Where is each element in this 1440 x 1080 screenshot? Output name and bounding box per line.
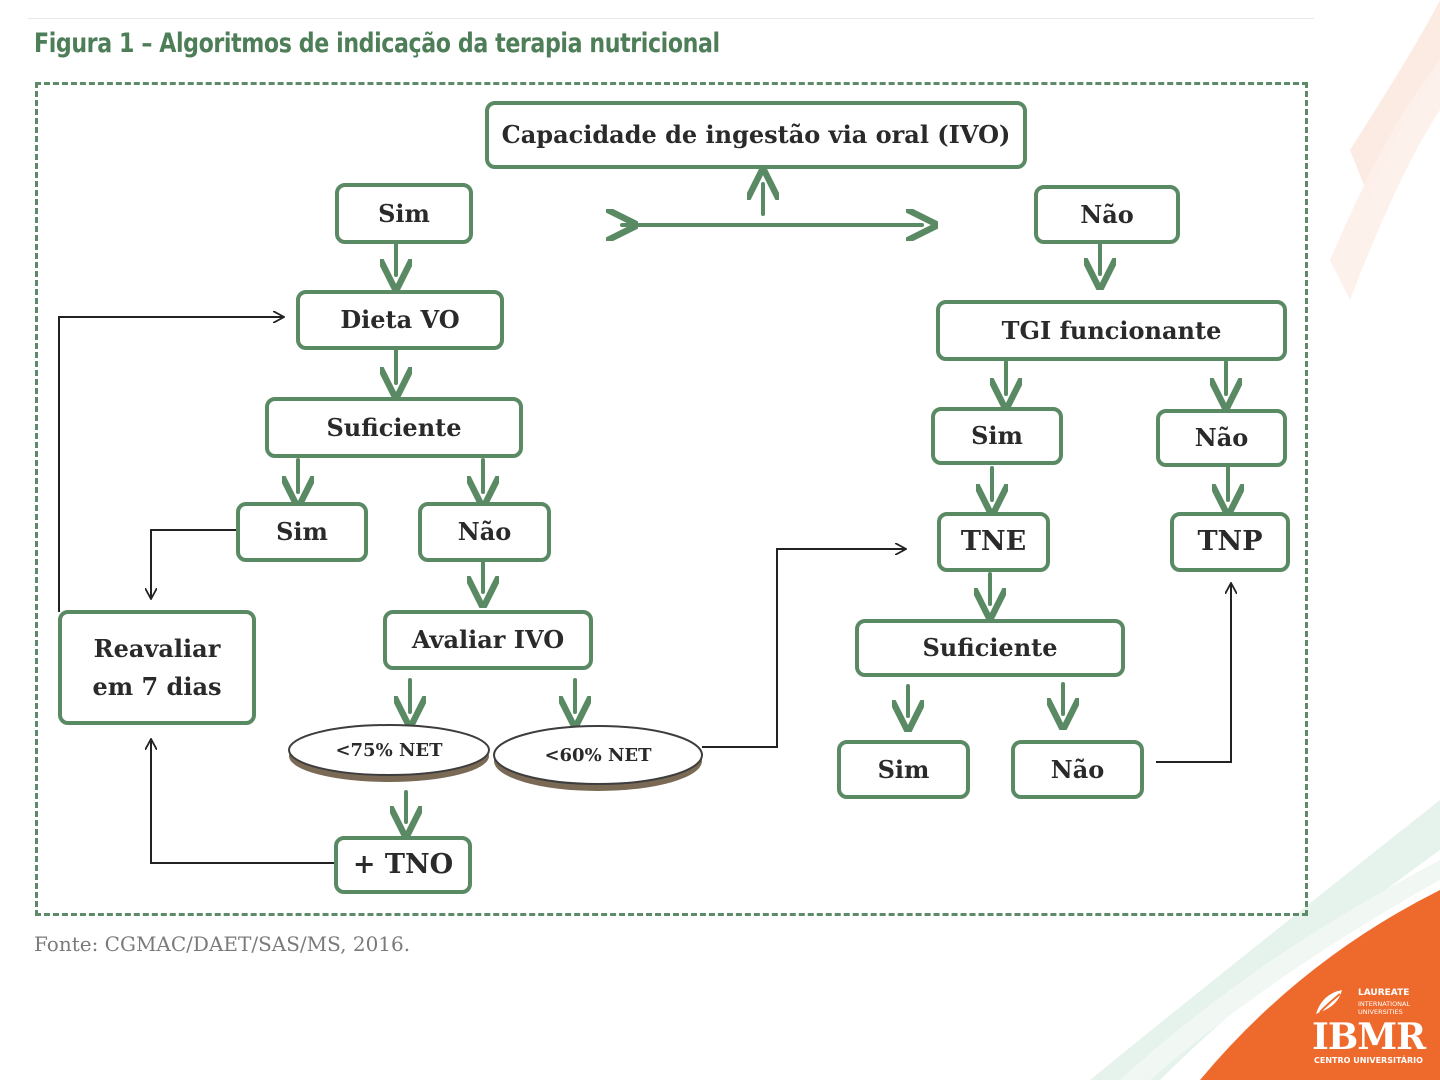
node-sim-left: Sim	[335, 183, 473, 244]
node-ivo-label: Capacidade de ingestão via oral (IVO)	[501, 120, 1011, 149]
node-nao-suficiente-left: Não	[418, 502, 551, 562]
node-tgi: TGI funcionante	[936, 300, 1287, 361]
node-ivo: Capacidade de ingestão via oral (IVO)	[485, 101, 1027, 169]
node-tne-label: TNE	[960, 526, 1027, 557]
ibmr-logo: LAUREATE INTERNATIONAL UNIVERSITIES IBMR…	[1306, 980, 1436, 1076]
node-tnp: TNP	[1170, 512, 1290, 572]
node-nao-suficiente-right: Não	[1011, 740, 1144, 799]
ibmr-wordmark: IBMR	[1312, 1016, 1426, 1058]
node-reavaliar: Reavaliar em 7 dias	[58, 610, 256, 725]
node-suficiente-right-label: Suficiente	[922, 633, 1058, 662]
node-nao-tgi: Não	[1156, 409, 1287, 467]
node-nao-tgi-label: Não	[1194, 423, 1249, 452]
node-tnp-label: TNP	[1197, 526, 1263, 557]
node-dieta-vo: Dieta VO	[296, 290, 504, 350]
node-nao-right-label: Não	[1080, 199, 1134, 229]
node-reavaliar-line1: Reavaliar	[93, 633, 221, 663]
node-tno-label: + TNO	[352, 849, 454, 880]
node-avaliar-ivo-label: Avaliar IVO	[411, 625, 565, 654]
node-reavaliar-line2: em 7 dias	[92, 671, 222, 701]
node-sim-suficiente-right: Sim	[837, 740, 970, 799]
line-nao-tnp	[1156, 584, 1231, 763]
node-sim-left-label: Sim	[378, 198, 430, 228]
node-nao-right: Não	[1034, 185, 1180, 244]
node-sim-suficiente-left: Sim	[236, 502, 368, 562]
diagram-frame	[35, 82, 1308, 916]
node-sim-tgi-label: Sim	[971, 421, 1023, 450]
figure-title: Figura 1 – Algoritmos de indicação da te…	[34, 28, 720, 59]
laureate-leaf-icon	[1316, 990, 1342, 1014]
node-dieta-vo-label: Dieta VO	[340, 305, 460, 334]
ellipse-75-net	[288, 724, 490, 782]
node-suficiente-left: Suficiente	[265, 397, 523, 458]
header-divider	[28, 18, 1314, 19]
line-sim-reavaliar	[151, 529, 236, 598]
node-suficiente-right: Suficiente	[855, 619, 1125, 677]
node-suficiente-left-label: Suficiente	[326, 412, 462, 442]
node-sim-suficiente-left-label: Sim	[276, 517, 328, 546]
centro-universitario-label: CENTRO UNIVERSITÁRIO	[1314, 1056, 1423, 1065]
line-tno-reavaliar	[151, 740, 334, 864]
line-60-tne	[702, 549, 905, 748]
laureate-subtitle: INTERNATIONAL UNIVERSITIES	[1358, 1000, 1411, 1016]
node-avaliar-ivo: Avaliar IVO	[383, 610, 593, 670]
laureate-wordmark: LAUREATE	[1358, 988, 1410, 998]
node-tgi-label: TGI funcionante	[1001, 315, 1222, 345]
node-nao-suficiente-left-label: Não	[457, 517, 512, 546]
node-sim-tgi: Sim	[931, 407, 1063, 465]
node-sim-suficiente-right-label: Sim	[877, 754, 930, 784]
figure-source: Fonte: CGMAC/DAET/SAS/MS, 2016.	[34, 932, 411, 956]
line-reavaliar-dieta	[58, 317, 283, 612]
label-60-net: <60% NET	[544, 744, 652, 766]
label-75-net: <75% NET	[335, 739, 443, 761]
node-tne: TNE	[937, 512, 1050, 572]
node-nao-suficiente-right-label: Não	[1050, 754, 1105, 784]
node-tno: + TNO	[334, 836, 472, 894]
ellipse-60-net	[493, 725, 703, 791]
